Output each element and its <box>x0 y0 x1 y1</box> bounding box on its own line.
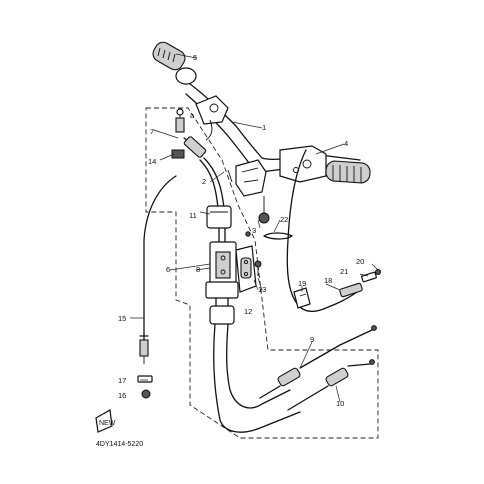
choke-cable <box>143 175 177 319</box>
throttle-cable-b <box>203 157 225 209</box>
callout-4: 4 <box>344 139 348 148</box>
callout-16: 16 <box>118 391 126 400</box>
cable-9 <box>259 325 377 399</box>
cable-clip <box>263 232 293 240</box>
callout-20: 20 <box>356 257 364 266</box>
cable-18 <box>286 149 361 313</box>
callout-19: 19 <box>298 279 306 288</box>
junction-block <box>205 227 239 299</box>
diagram-code: 4DY1414-5220 <box>96 441 143 448</box>
callout-1: 1 <box>262 123 266 132</box>
callout-7: 7 <box>150 127 154 136</box>
callout-22: 22 <box>280 215 288 224</box>
cable-boot <box>206 205 232 229</box>
callout-13: 13 <box>258 285 266 294</box>
new-badge-label: NEW <box>99 420 116 427</box>
callout-6: 6 <box>166 265 170 274</box>
cable-adjuster <box>171 108 207 159</box>
assembly-marker: a <box>190 111 195 120</box>
handlebar-holder <box>227 159 270 237</box>
new-part-badge: NEW <box>95 409 116 433</box>
left-grip-switch <box>279 145 371 184</box>
callout-15: 15 <box>118 314 126 323</box>
callout-14: 14 <box>148 157 156 166</box>
cable-end-parts <box>137 375 153 399</box>
callout-12: 12 <box>244 307 252 316</box>
callout-21: 21 <box>340 267 348 276</box>
cable-adjuster-21 <box>339 269 381 298</box>
callout-18: 18 <box>324 276 332 285</box>
callout-11: 11 <box>189 211 197 220</box>
throttle-cable <box>199 159 219 209</box>
callout-8: 8 <box>196 265 200 274</box>
leader-lines <box>130 53 379 403</box>
screw <box>254 260 262 276</box>
callout-9: 9 <box>310 335 314 344</box>
throttle-grip <box>152 41 197 85</box>
callout-10: 10 <box>336 399 344 408</box>
callout-17: 17 <box>118 376 126 385</box>
cover-plate <box>235 245 257 293</box>
callout-2: 2 <box>202 177 206 186</box>
cable-10 <box>287 359 375 411</box>
assembly-boundary-dashed <box>145 107 379 439</box>
callout-5: 5 <box>193 53 197 62</box>
choke-cable-end <box>139 317 149 341</box>
throttle-housing <box>195 95 229 141</box>
callout-3: 3 <box>252 226 256 235</box>
lower-boot <box>209 297 301 433</box>
